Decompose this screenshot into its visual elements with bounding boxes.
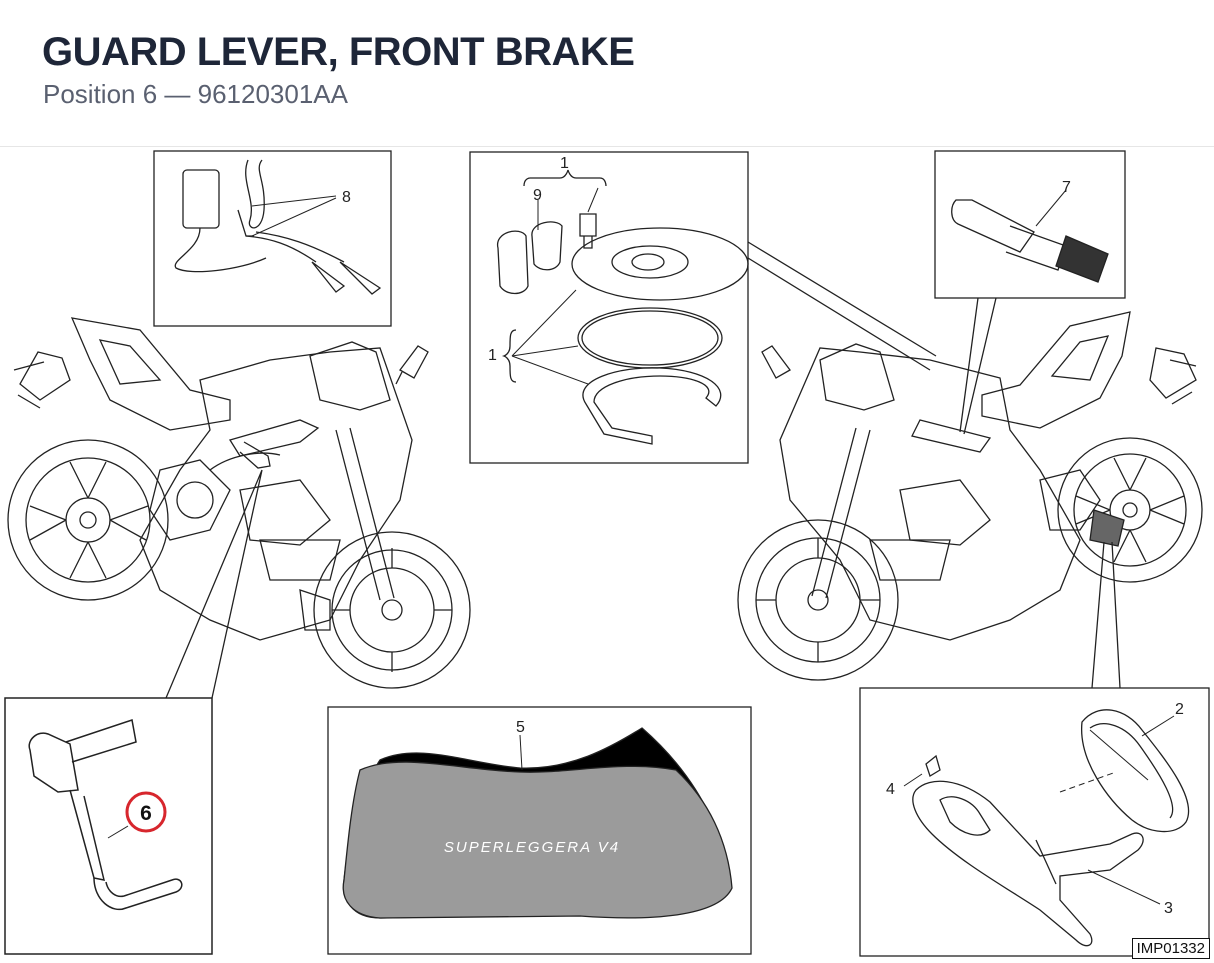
highlight-circle-6 — [125, 791, 167, 833]
inset-fuel-cap — [469, 151, 749, 464]
callout-3: 3 — [1164, 900, 1173, 917]
leader-line-6 — [165, 469, 263, 699]
page-subtitle: Position 6 — 96120301AA — [43, 79, 348, 109]
inset-guard-lever — [4, 697, 213, 955]
reference-code: IMP01332 — [1131, 938, 1210, 959]
callout-1-top: 1 — [560, 155, 569, 172]
leader-line-7 — [959, 297, 997, 435]
callout-9: 9 — [533, 187, 542, 204]
leader-line-1 — [747, 241, 937, 371]
inset-frame-guard — [859, 687, 1210, 957]
inset-grip — [934, 150, 1126, 299]
left-motorcycle-illustration — [7, 317, 471, 689]
right-motorcycle-illustration — [737, 311, 1203, 681]
callout-1-side: 1 — [488, 347, 497, 364]
callout-8: 8 — [342, 189, 351, 206]
callout-6: 6 — [140, 802, 152, 825]
inset-bike-cover — [327, 706, 752, 955]
callout-5: 5 — [516, 719, 525, 736]
cover-text: SUPERLEGGERA V4 — [444, 839, 620, 856]
callout-4: 4 — [886, 781, 895, 798]
inset-battery-charger — [153, 150, 392, 327]
page-title: GUARD LEVER, FRONT BRAKE — [42, 30, 635, 74]
callout-2: 2 — [1175, 701, 1184, 718]
callout-7: 7 — [1062, 179, 1071, 196]
leader-line-2-3-4 — [1091, 541, 1121, 689]
header-divider — [0, 146, 1214, 147]
